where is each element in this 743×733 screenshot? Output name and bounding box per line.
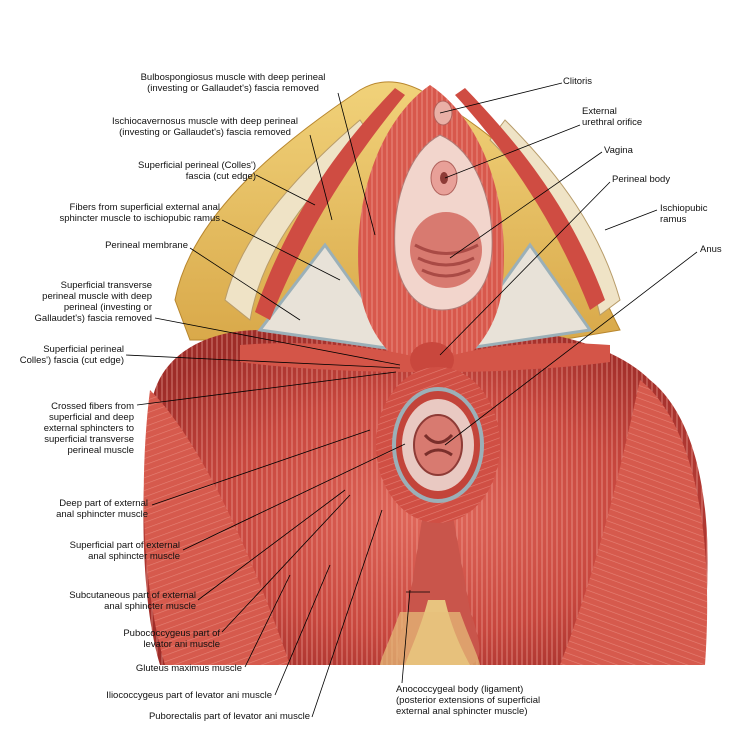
vagina [410, 212, 482, 288]
label-superficial-transverse: Superficial transverse perineal muscle w… [34, 280, 152, 324]
label-iliococcygeus: Iliococcygeus part of levator ani muscle [106, 690, 272, 701]
left-superficial-transverse-perineal [240, 343, 420, 372]
label-superficial-fascia-bottom: Superficial perineal Colles') fascia (cu… [19, 344, 124, 366]
label-deep-part: Deep part of external anal sphincter mus… [56, 498, 148, 520]
left-ischiocavernosus [255, 88, 405, 320]
label-superficial-fascia-top: Superficial perineal (Colles') fascia (c… [138, 160, 256, 182]
label-urethral-orifice: External urethral orifice [582, 106, 643, 128]
clitoris [433, 100, 453, 126]
label-pubococcygeus: Pubococcygeus part of levator ani muscle [123, 628, 220, 650]
label-vagina: Vagina [604, 145, 633, 156]
label-puborectalis: Puborectalis part of levator ani muscle [148, 711, 310, 722]
label-perineal-membrane: Perineal membrane [105, 240, 188, 251]
label-superficial-part: Superficial part of external anal sphinc… [69, 540, 180, 562]
leader-lines [125, 82, 698, 718]
label-clitoris: Clitoris [563, 76, 593, 87]
label-anus: Anus [700, 244, 722, 255]
label-crossed-fibers: Crossed fibers from superficial and deep… [43, 401, 134, 456]
label-anococcygeal-body: Anococcygeal body (ligament) (posterior … [396, 684, 541, 717]
label-bulbospongiosus: Bulbospongiosus muscle with deep perinea… [140, 72, 326, 94]
label-fibers-sphincter: Fibers from superficial external anal sp… [59, 202, 220, 224]
right-ischiocavernosus [455, 88, 605, 310]
label-subcutaneous-part: Subcutaneous part of external anal sphin… [69, 590, 196, 612]
anus [413, 414, 463, 476]
label-perineal-body: Perineal body [612, 174, 671, 185]
label-ischiopubic-ramus: Ischiopubic ramus [660, 203, 708, 225]
label-gluteus: Gluteus maximus muscle [135, 663, 242, 674]
label-ischiocavernosus: Ischiocavernosus muscle with deep perine… [112, 116, 298, 138]
